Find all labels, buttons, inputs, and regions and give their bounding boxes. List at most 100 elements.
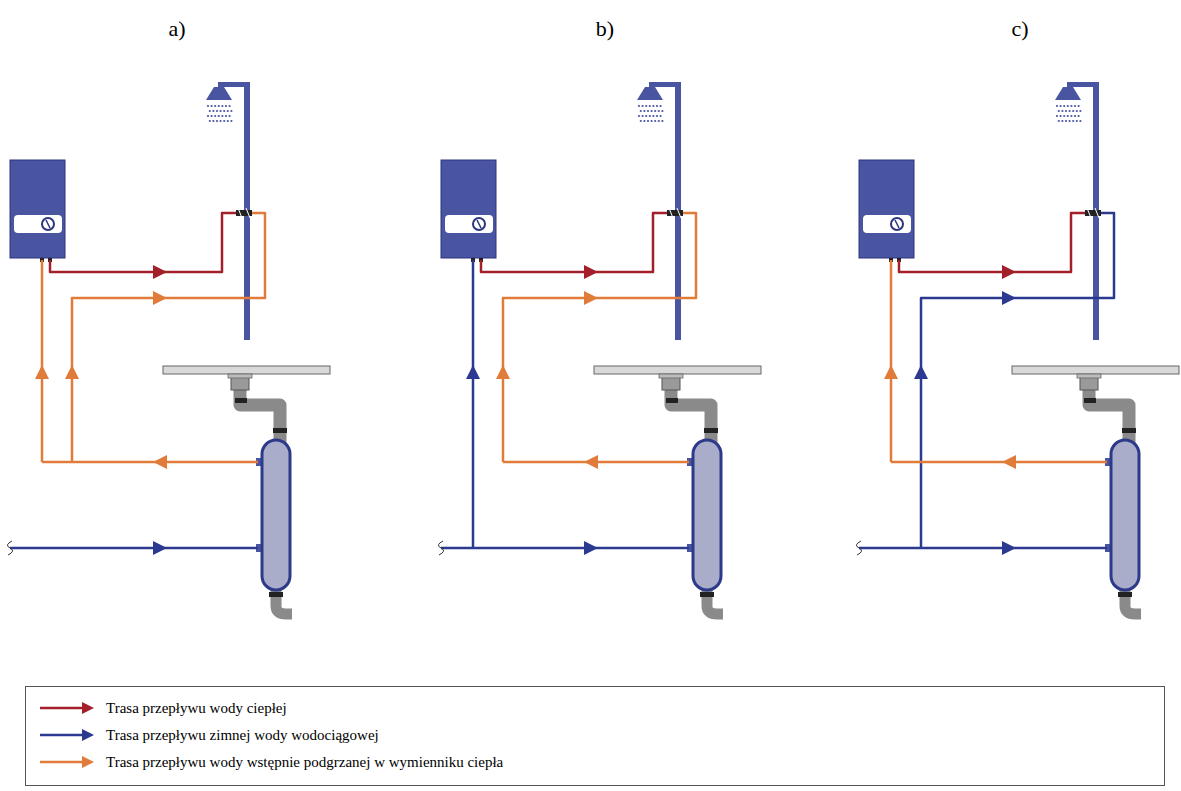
legend-row: Trasa przepływu wody ciepłej (38, 697, 287, 719)
water-drop (1070, 115, 1072, 117)
pipe-fitting (1118, 592, 1132, 597)
water-drop (661, 110, 663, 112)
water-drop (1063, 115, 1065, 117)
water-drop (209, 110, 211, 112)
pipe-line (859, 547, 1107, 550)
heater-dial (891, 218, 903, 230)
legend-text: Trasa przepływu wody ciepłej (106, 700, 287, 717)
water-drop (1079, 120, 1081, 122)
water-drop (638, 105, 640, 107)
drain-pipe (240, 388, 280, 445)
water-drop (212, 110, 214, 112)
water-drop (218, 115, 220, 117)
legend-row: Trasa przepływu wody wstępnie podgrzanej… (38, 751, 503, 773)
shower-tray (1012, 366, 1179, 374)
water-drop (652, 115, 654, 117)
flow-arrow (584, 291, 598, 305)
legend-sample (38, 701, 96, 715)
pipe-fitting (1084, 398, 1096, 403)
legend-box: Trasa przepływu wody ciepłejTrasa przepł… (25, 686, 1165, 786)
water-drop (216, 110, 218, 112)
shower-tray (594, 366, 761, 374)
water-drop (649, 105, 651, 107)
water-drop (652, 105, 654, 107)
water-drop (223, 120, 225, 122)
legend-sample (38, 728, 96, 742)
pipe-fitting (269, 592, 283, 597)
flow-arrow (884, 365, 898, 379)
water-drop (654, 120, 656, 122)
pipe-fitting (700, 592, 714, 597)
panel-label: a) (168, 16, 185, 42)
flow-arrow (496, 365, 510, 379)
drain-outlet (707, 588, 723, 614)
water-drop (1065, 120, 1067, 122)
mixer-valve (1087, 208, 1099, 218)
pipe-line (890, 260, 893, 462)
water-drop (643, 120, 645, 122)
flow-arrow (584, 455, 598, 469)
water-drop (1061, 110, 1063, 112)
flow-arrow (466, 365, 480, 379)
water-drop (1078, 115, 1080, 117)
pipe-fitting (235, 398, 247, 403)
water-drop (638, 115, 640, 117)
drain-grate (659, 374, 683, 378)
water-drop (651, 120, 653, 122)
water-heater (10, 160, 65, 258)
water-drop (640, 110, 642, 112)
water-drop (642, 105, 644, 107)
water-drop (1074, 115, 1076, 117)
water-drop (1076, 110, 1078, 112)
water-drop (1061, 120, 1063, 122)
heater-dial (477, 220, 481, 228)
water-drop (1074, 105, 1076, 107)
water-drop (220, 120, 222, 122)
legend-row: Trasa przepływu zimnej wody wodociągowej (38, 724, 379, 746)
flow-arrow (584, 541, 598, 555)
flow-arrow (153, 265, 167, 279)
flow-arrow (1002, 541, 1016, 555)
water-drop (656, 115, 658, 117)
pipe-fitting (704, 428, 718, 433)
water-drop (211, 115, 213, 117)
flow-arrow (914, 365, 928, 379)
heater-panel (863, 215, 911, 233)
heat-exchanger (693, 440, 721, 590)
water-drop (656, 105, 658, 107)
pipe-fitting (273, 428, 287, 433)
shower-head (637, 87, 663, 100)
panel-label: b) (596, 16, 614, 42)
water-drop (1058, 110, 1060, 112)
water-drop (1070, 105, 1072, 107)
mixer-valve (236, 210, 252, 216)
water-drop (225, 105, 227, 107)
water-drop (658, 110, 660, 112)
drain-pipe (671, 388, 711, 445)
water-drop (1067, 105, 1069, 107)
water-drop (225, 115, 227, 117)
heater-panel (14, 215, 62, 233)
legend-text: Trasa przepływu wody wstępnie podgrzanej… (106, 754, 503, 771)
water-drop (643, 110, 645, 112)
water-drop (647, 120, 649, 122)
pipe-line (921, 213, 1114, 548)
water-drop (1079, 110, 1081, 112)
pipe-line (481, 213, 669, 272)
water-drop (221, 105, 223, 107)
water-drop (640, 120, 642, 122)
water-drop (645, 105, 647, 107)
flow-arrow (35, 365, 49, 379)
pipe-line (41, 260, 44, 462)
water-heater (441, 160, 496, 258)
water-drop (230, 120, 232, 122)
drain-pipe (1089, 388, 1129, 445)
pipe-line (50, 213, 238, 272)
mixer-valve (1085, 210, 1101, 216)
water-drop (214, 115, 216, 117)
flow-arrow (1002, 291, 1016, 305)
water-drop (212, 120, 214, 122)
water-drop (209, 120, 211, 122)
water-drop (1069, 110, 1071, 112)
water-drop (658, 120, 660, 122)
